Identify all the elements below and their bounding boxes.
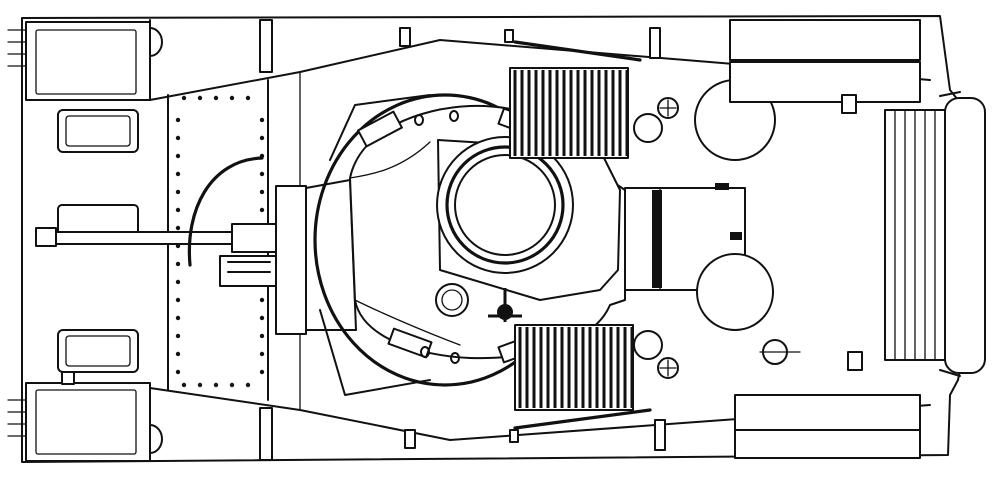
rivet [259,333,265,339]
gun-mantlet [275,179,357,335]
rivet [175,369,181,375]
fittings [61,94,863,385]
deck-stowage [259,19,921,461]
rivet [175,261,181,267]
rivet [197,95,203,101]
rear-radiator [884,91,986,377]
rivet [175,189,181,195]
gun-travel-arc [187,156,264,267]
rivet [259,369,265,375]
antenna-mount [488,288,522,322]
engine-grilles [509,67,634,411]
rivet [175,297,181,303]
rivet [259,315,265,321]
rivet [175,171,181,177]
rivet [175,315,181,321]
rivet [245,95,251,101]
rivet [175,333,181,339]
rivet [175,153,181,159]
commander-cupola [436,136,621,301]
main-gun [35,223,281,287]
rivet [245,382,251,388]
rivet [259,171,265,177]
engine-deck-covers [633,79,801,379]
rivet [229,382,235,388]
rivet [259,207,265,213]
rivet [175,351,181,357]
periscope-left [435,283,469,317]
rivet [197,382,203,388]
rivet [259,135,265,141]
rivet [181,382,187,388]
rivet [259,117,265,123]
rivet [213,382,219,388]
rivet [175,225,181,231]
rivet [175,135,181,141]
rivet [259,297,265,303]
rivet [213,95,219,101]
rivet [229,95,235,101]
rivet [259,351,265,357]
rivet [181,95,187,101]
front-stowage-box-right [7,382,163,462]
rivet [175,117,181,123]
rivet [259,189,265,195]
rivet [175,279,181,285]
front-stowage-box-left [7,21,163,101]
rivet [175,207,181,213]
